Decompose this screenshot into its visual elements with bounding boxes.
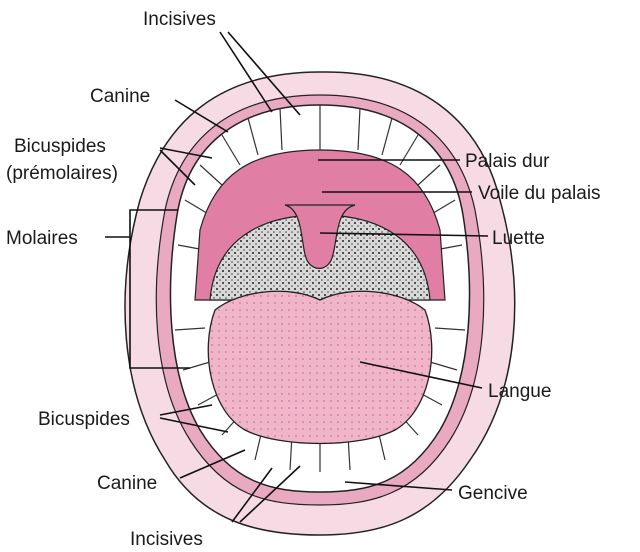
label-gencive: Gencive xyxy=(458,483,528,504)
label-incisives-bottom: Incisives xyxy=(130,529,203,550)
label-incisives-top: Incisives xyxy=(143,9,216,30)
tongue xyxy=(207,290,433,445)
label-bicuspides-bottom: Bicuspides xyxy=(38,409,130,430)
leader-lines xyxy=(105,31,489,523)
label-canine-top: Canine xyxy=(90,86,150,107)
label-palais-dur: Palais dur xyxy=(465,151,550,172)
label-canine-bottom: Canine xyxy=(97,473,157,494)
label-premolaires: (prémolaires) xyxy=(6,163,118,184)
uvula xyxy=(284,204,356,269)
label-langue: Langue xyxy=(488,381,551,402)
label-luette: Luette xyxy=(492,228,545,249)
label-bicuspides-top: Bicuspides xyxy=(14,136,106,157)
label-molaires: Molaires xyxy=(6,228,78,249)
label-voile-du-palais: Voile du palais xyxy=(478,183,601,204)
